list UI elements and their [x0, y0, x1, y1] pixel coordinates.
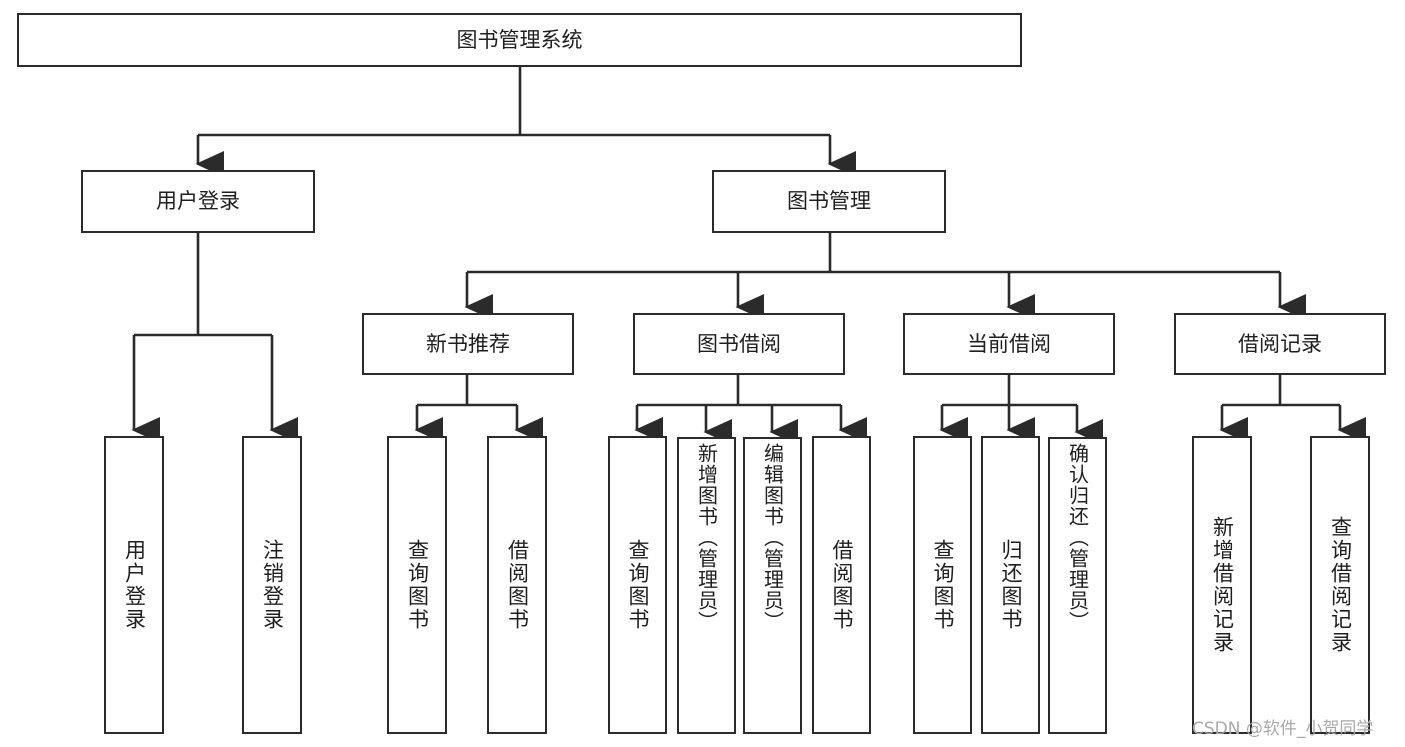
node-current-borrow[interactable]: 当前借阅 — [903, 313, 1115, 375]
node-leaf-add-book-label: 新增图书（管理员） — [694, 443, 719, 632]
node-leaf-borrow-book-1-label: 借阅图书 — [505, 539, 530, 631]
node-user-login-label: 用户登录 — [156, 189, 240, 213]
node-leaf-query-book-3[interactable]: 查询图书 — [913, 436, 972, 734]
node-leaf-borrow-book-2-label: 借阅图书 — [830, 539, 854, 631]
node-book-borrow-label: 图书借阅 — [697, 331, 781, 356]
node-leaf-return-book[interactable]: 归还图书 — [981, 436, 1040, 734]
node-book-manage-label: 图书管理 — [787, 189, 871, 213]
node-leaf-edit-book[interactable]: 编辑图书（管理员） — [743, 437, 802, 734]
node-leaf-query-record[interactable]: 查询借阅记录 — [1310, 436, 1370, 734]
node-user-login[interactable]: 用户登录 — [81, 170, 315, 233]
node-leaf-return-book-label: 归还图书 — [999, 539, 1023, 631]
node-leaf-add-record-label: 新增借阅记录 — [1210, 516, 1235, 654]
node-leaf-edit-book-label: 编辑图书（管理员） — [760, 443, 785, 632]
node-borrow-record[interactable]: 借阅记录 — [1174, 313, 1386, 375]
node-leaf-query-book-1-label: 查询图书 — [405, 539, 430, 631]
node-leaf-add-book[interactable]: 新增图书（管理员） — [677, 437, 736, 734]
node-leaf-logout-label: 注销登录 — [260, 539, 285, 631]
node-leaf-query-book-1[interactable]: 查询图书 — [387, 436, 447, 734]
node-current-borrow-label: 当前借阅 — [967, 331, 1051, 356]
node-leaf-query-record-label: 查询借阅记录 — [1328, 516, 1353, 654]
node-leaf-logout[interactable]: 注销登录 — [242, 436, 302, 734]
node-leaf-confirm-return-label: 确认归还（管理员） — [1065, 443, 1090, 632]
node-leaf-borrow-book-1[interactable]: 借阅图书 — [487, 436, 547, 734]
node-leaf-query-book-2[interactable]: 查询图书 — [608, 436, 667, 734]
node-book-manage[interactable]: 图书管理 — [712, 170, 946, 233]
node-root-label: 图书管理系统 — [456, 27, 583, 52]
node-new-book-rec[interactable]: 新书推荐 — [362, 313, 574, 375]
csdn-watermark: CSDN @软件_小贺同学 — [1192, 719, 1374, 739]
node-leaf-add-record[interactable]: 新增借阅记录 — [1192, 436, 1252, 734]
node-book-borrow[interactable]: 图书借阅 — [633, 313, 845, 375]
node-leaf-query-book-2-label: 查询图书 — [626, 539, 650, 631]
node-leaf-confirm-return[interactable]: 确认归还（管理员） — [1048, 437, 1107, 734]
node-leaf-query-book-3-label: 查询图书 — [931, 539, 955, 631]
node-new-book-rec-label: 新书推荐 — [426, 331, 510, 356]
node-leaf-user-login-label: 用户登录 — [122, 539, 147, 631]
node-root[interactable]: 图书管理系统 — [17, 13, 1022, 67]
node-borrow-record-label: 借阅记录 — [1238, 331, 1322, 356]
node-leaf-user-login[interactable]: 用户登录 — [104, 436, 164, 734]
node-leaf-borrow-book-2[interactable]: 借阅图书 — [812, 436, 871, 734]
